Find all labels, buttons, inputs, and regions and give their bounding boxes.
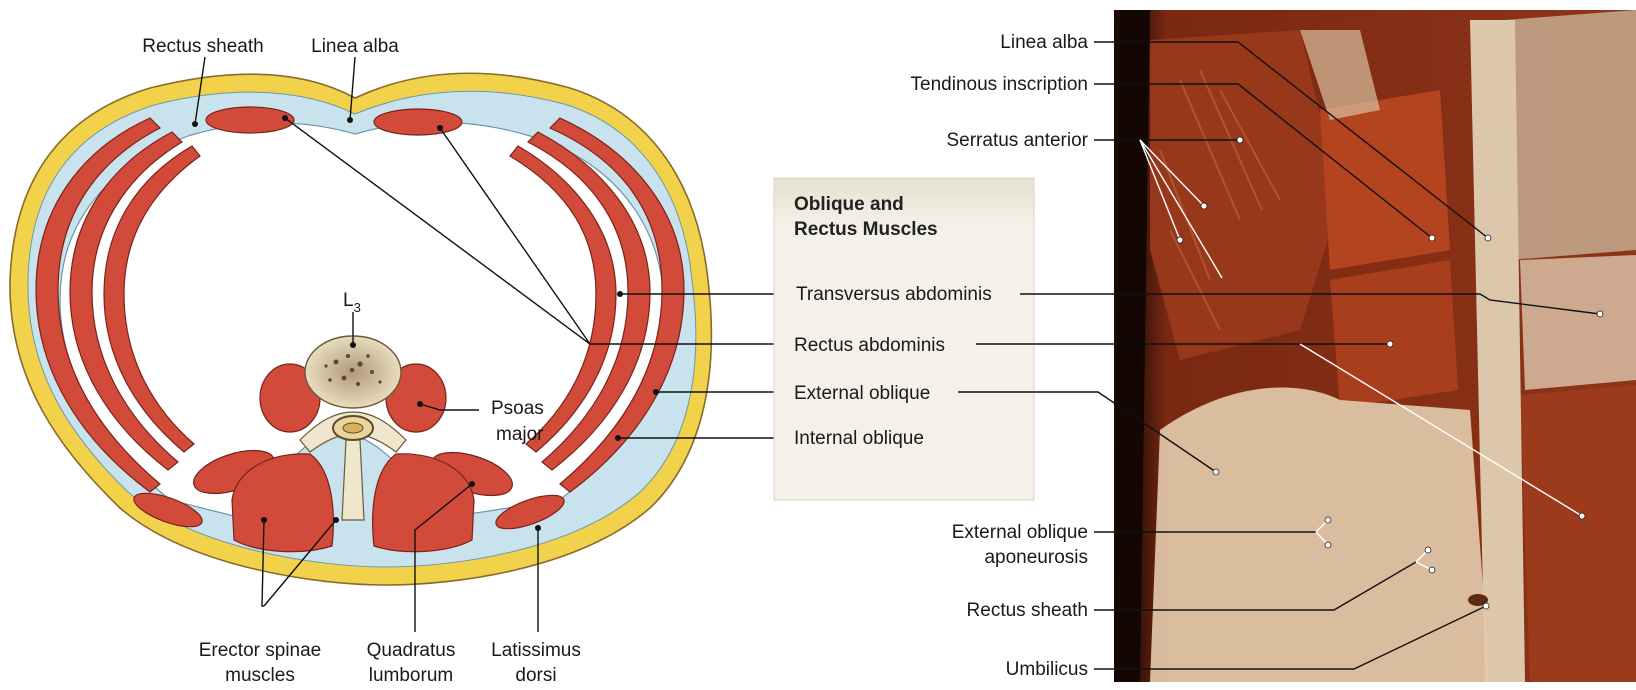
label-linea-alba: Linea alba (311, 36, 399, 57)
abdominal-cross-section (10, 73, 711, 585)
label-psoas-line1: Psoas (491, 398, 544, 419)
label-quadratus-line1: Quadratus (367, 640, 456, 661)
label-psoas-line2: major (496, 424, 544, 445)
panel-item-external-oblique: External oblique (794, 383, 930, 404)
panel-item-internal-oblique: Internal oblique (794, 428, 924, 449)
label-latissimus-line2: dorsi (515, 665, 556, 686)
label-erector-line1: Erector spinae (199, 640, 322, 661)
label-photo-umbilicus: Umbilicus (1006, 659, 1088, 680)
muscle-group-panel: Oblique and Rectus Muscles Transversus a… (774, 178, 1034, 500)
panel-title-line2: Rectus Muscles (794, 219, 938, 240)
label-photo-ext-oblique-apo-line1: External oblique (952, 522, 1088, 543)
label-quadratus-line2: lumborum (369, 665, 453, 686)
label-photo-ext-oblique-apo-line2: aponeurosis (984, 547, 1088, 568)
panel-item-rectus: Rectus abdominis (794, 335, 945, 356)
label-erector-line2: muscles (225, 665, 295, 686)
label-photo-serratus-anterior: Serratus anterior (946, 130, 1088, 151)
dissection-photo (1114, 10, 1636, 682)
label-photo-tendinous-inscription: Tendinous inscription (911, 74, 1088, 95)
rectus-abdominis-left (206, 107, 294, 133)
label-latissimus-line1: Latissimus (491, 640, 581, 661)
panel-item-transversus: Transversus abdominis (796, 284, 992, 305)
label-photo-rectus-sheath: Rectus sheath (967, 600, 1088, 621)
label-rectus-sheath: Rectus sheath (142, 36, 263, 57)
panel-title-line1: Oblique and (794, 194, 904, 215)
rectus-abdominis-right (374, 109, 462, 135)
label-photo-linea-alba: Linea alba (1000, 32, 1088, 53)
